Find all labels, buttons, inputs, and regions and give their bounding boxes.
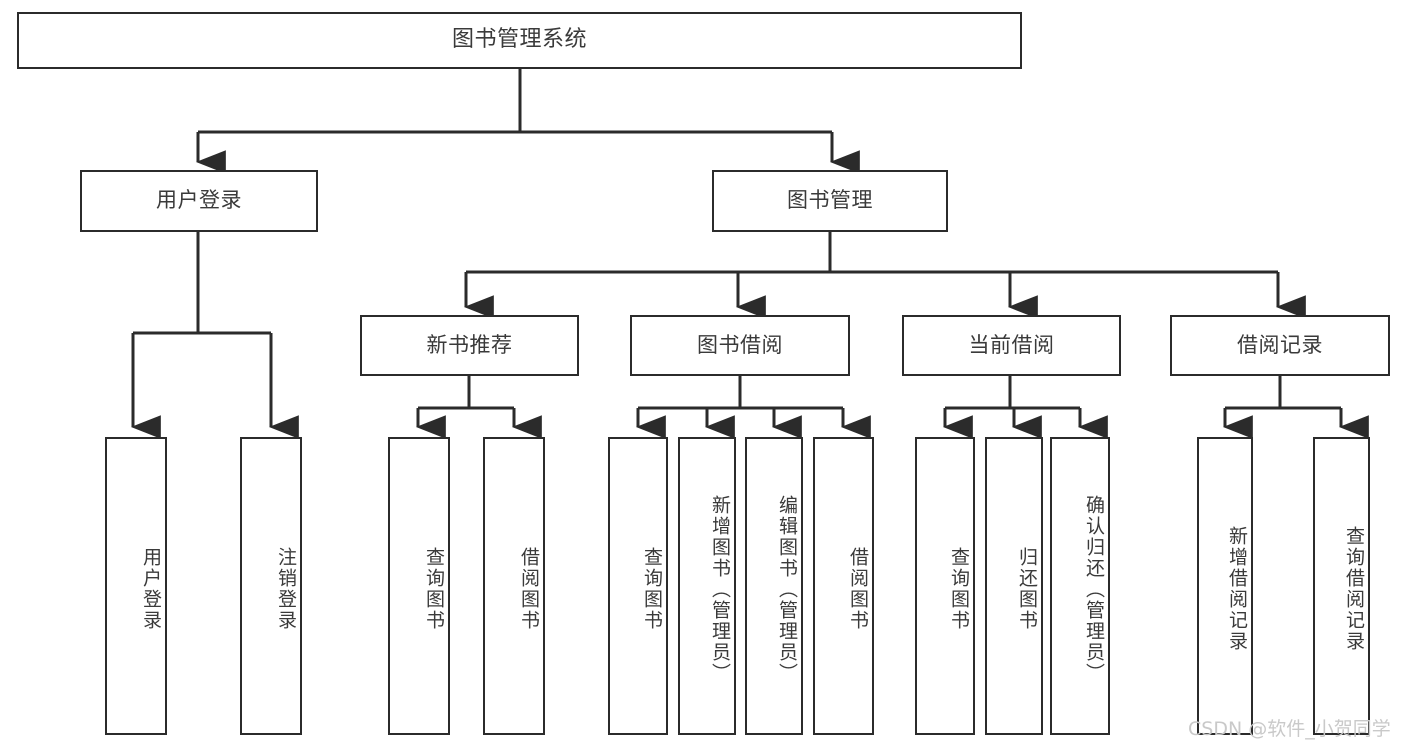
node-label: 归还图书 xyxy=(1016,547,1038,631)
leaf-add-book-admin[interactable]: 新增图书（管理员） xyxy=(678,437,736,735)
node-current-borrow[interactable]: 当前借阅 xyxy=(902,315,1121,376)
node-label: 用户登录 xyxy=(156,188,242,213)
node-label: 查询图书 xyxy=(948,547,970,631)
leaf-user-logout[interactable]: 注销登录 xyxy=(240,437,302,735)
node-label: 编辑图书（管理员） xyxy=(776,494,798,684)
node-label: 借阅图书 xyxy=(847,547,869,631)
node-label: 新增借阅记录 xyxy=(1226,526,1248,652)
leaf-add-borrow-record[interactable]: 新增借阅记录 xyxy=(1197,437,1253,735)
leaf-confirm-return-admin[interactable]: 确认归还（管理员） xyxy=(1050,437,1110,735)
node-label: 新书推荐 xyxy=(426,332,513,357)
leaf-query-books-borrow[interactable]: 查询图书 xyxy=(608,437,668,735)
leaf-borrow-books[interactable]: 借阅图书 xyxy=(813,437,874,735)
node-label: 注销登录 xyxy=(275,547,297,631)
leaf-borrow-books-recommend[interactable]: 借阅图书 xyxy=(483,437,545,735)
node-label: 借阅图书 xyxy=(518,547,540,631)
node-user-login[interactable]: 用户登录 xyxy=(80,170,318,232)
node-label: 查询借阅记录 xyxy=(1343,526,1365,652)
leaf-query-borrow-record[interactable]: 查询借阅记录 xyxy=(1313,437,1370,735)
leaf-edit-book-admin[interactable]: 编辑图书（管理员） xyxy=(745,437,803,735)
leaf-return-books[interactable]: 归还图书 xyxy=(985,437,1043,735)
node-label: 新增图书（管理员） xyxy=(709,494,731,684)
node-label: 借阅记录 xyxy=(1237,332,1323,357)
node-label: 查询图书 xyxy=(641,547,663,631)
node-borrow-records[interactable]: 借阅记录 xyxy=(1170,315,1390,376)
node-label: 当前借阅 xyxy=(968,332,1055,357)
leaf-user-login[interactable]: 用户登录 xyxy=(105,437,167,735)
node-label: 确认归还（管理员） xyxy=(1083,494,1105,684)
node-root-system[interactable]: 图书管理系统 xyxy=(17,12,1022,69)
node-label: 查询图书 xyxy=(423,547,445,631)
csdn-watermark: CSDN @软件_小贺同学 xyxy=(1188,718,1391,740)
leaf-query-books-current[interactable]: 查询图书 xyxy=(915,437,975,735)
node-label: 图书管理系统 xyxy=(451,27,587,53)
node-label: 用户登录 xyxy=(140,547,162,631)
node-new-book-recommend[interactable]: 新书推荐 xyxy=(360,315,579,376)
node-label: 图书借阅 xyxy=(697,332,783,357)
node-label: 图书管理 xyxy=(787,188,873,213)
node-book-management[interactable]: 图书管理 xyxy=(712,170,948,232)
node-book-borrow[interactable]: 图书借阅 xyxy=(630,315,850,376)
leaf-query-books-recommend[interactable]: 查询图书 xyxy=(388,437,450,735)
